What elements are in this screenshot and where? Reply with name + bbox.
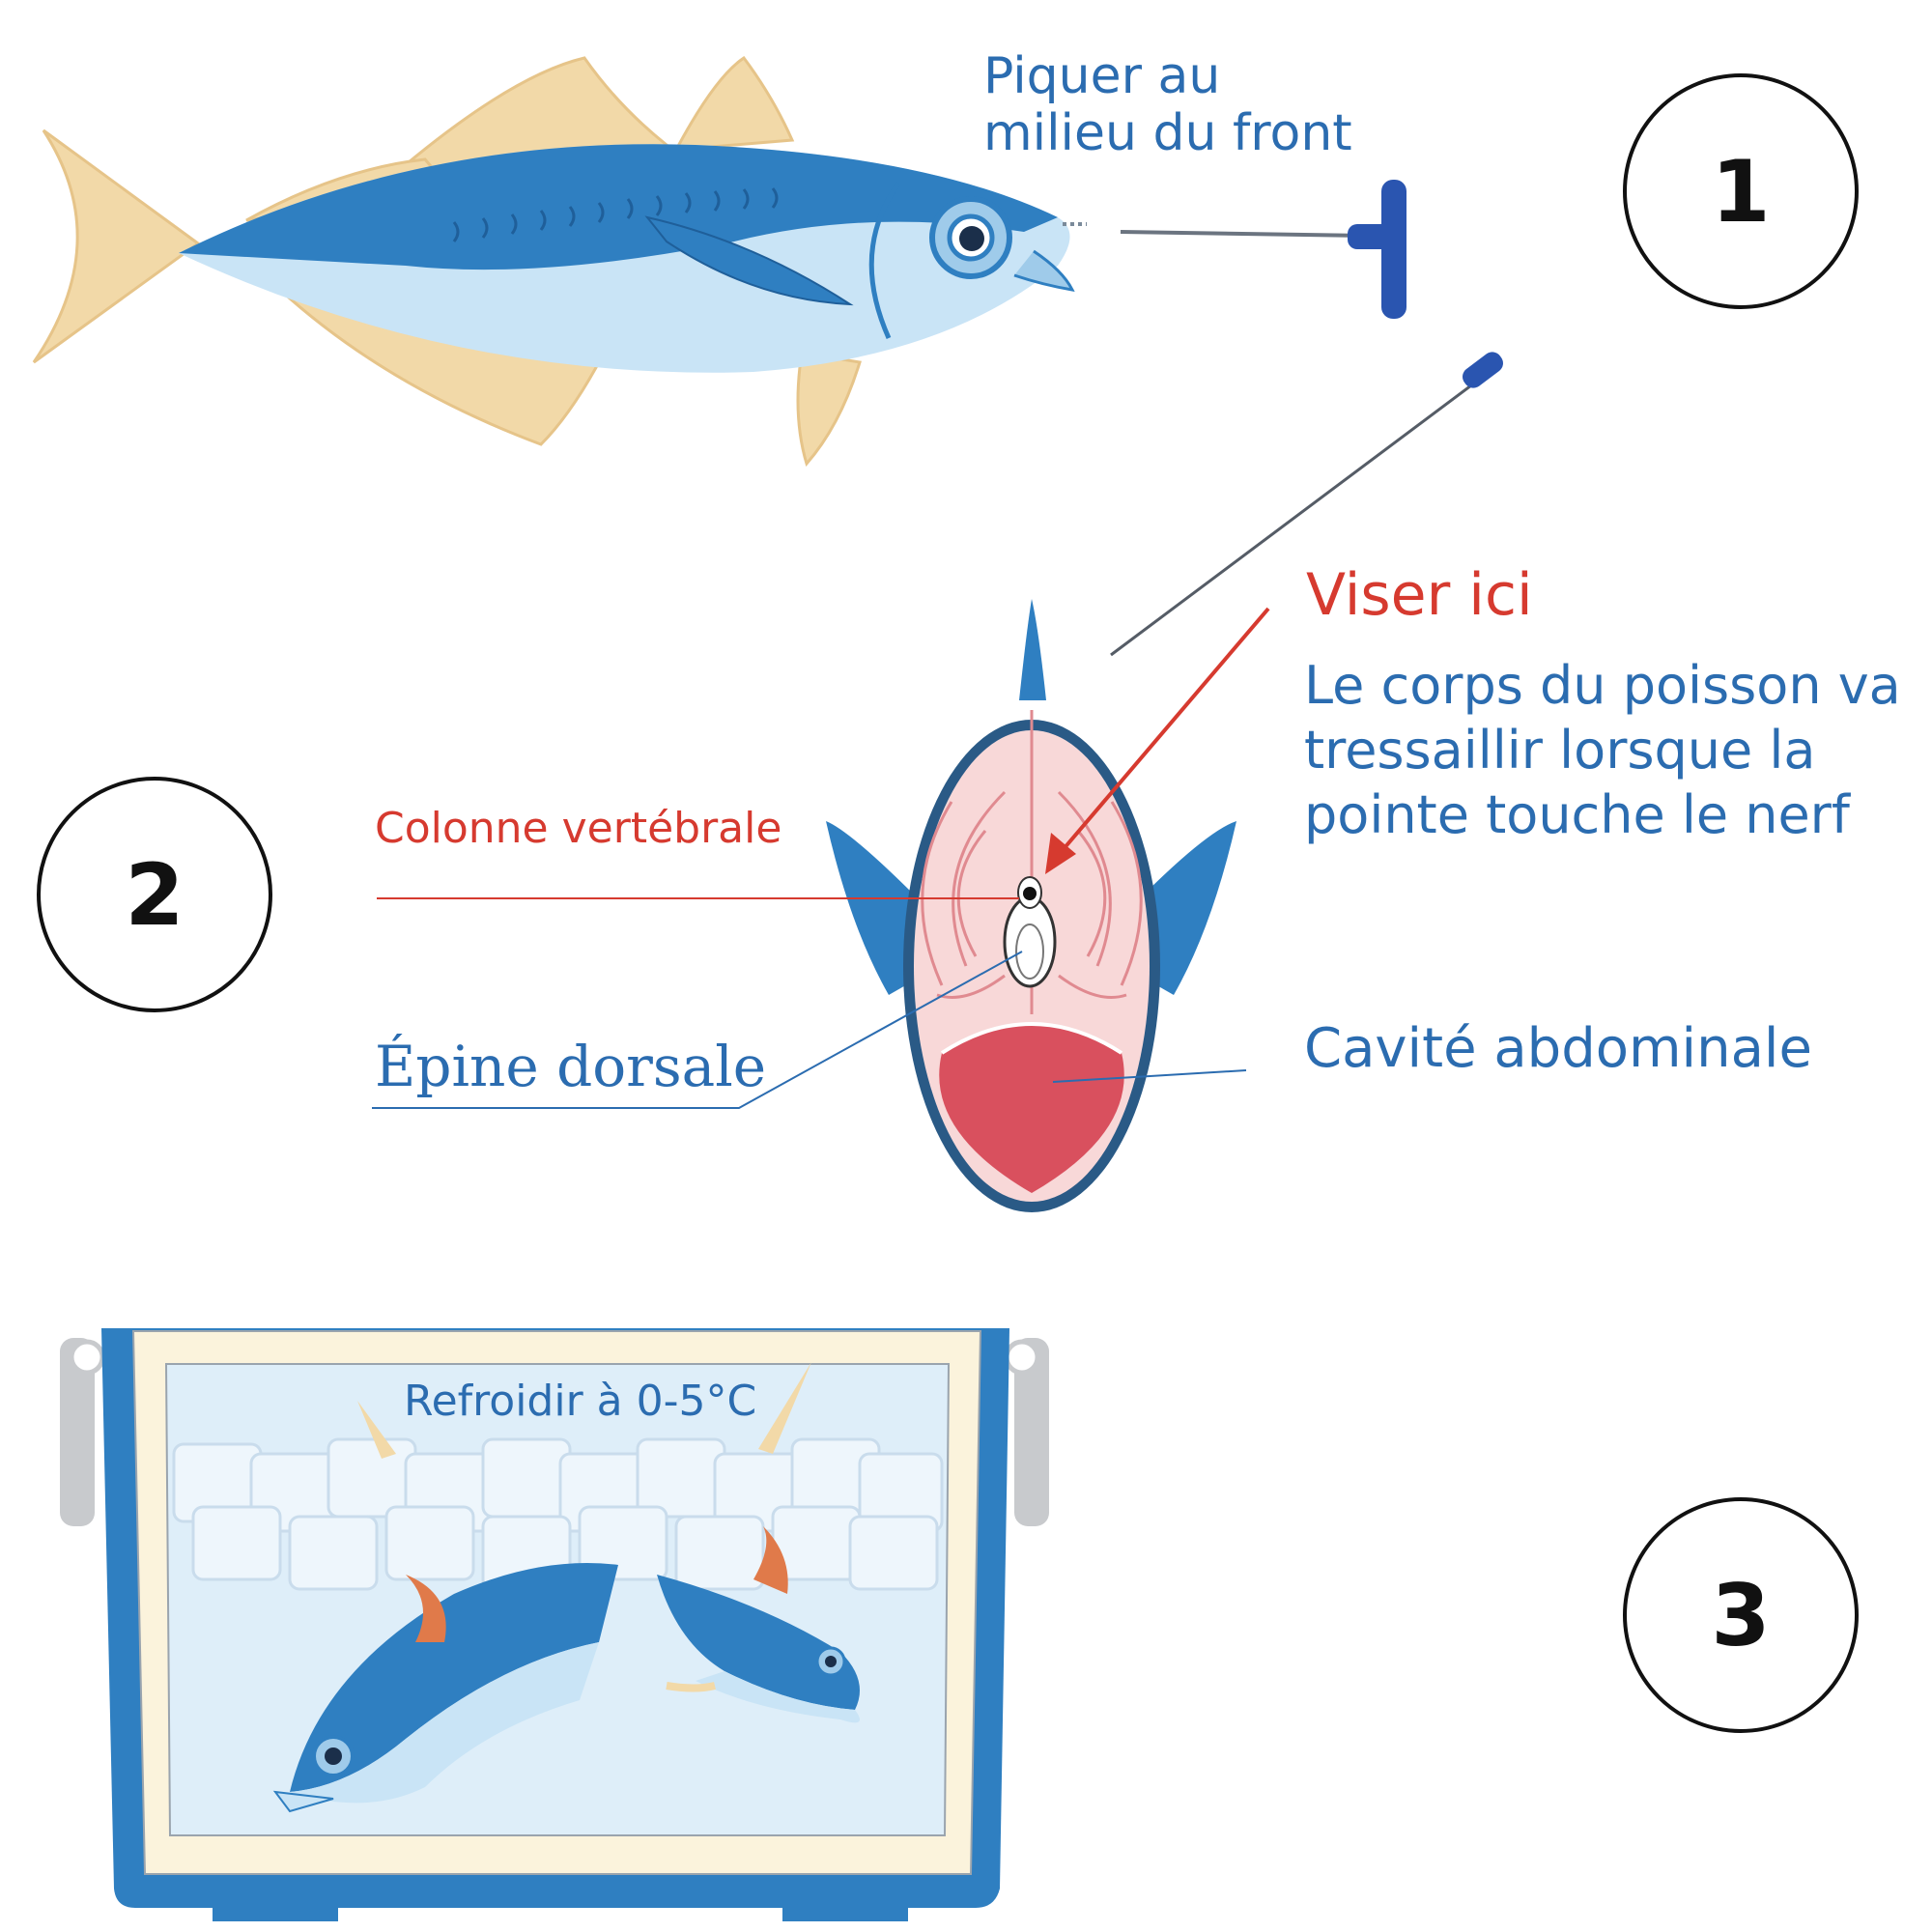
fish-eye-pupil xyxy=(959,226,984,251)
dorsal-label: Épine dorsale xyxy=(375,1034,767,1099)
aim-arrow-shaft xyxy=(1061,607,1270,852)
dorsal-leader xyxy=(372,951,1023,1109)
spike-tool xyxy=(1063,180,1406,319)
long-spike xyxy=(1110,352,1503,657)
reaction-note-line1: Le corps du poisson va xyxy=(1304,655,1901,716)
dorsal-fin-second xyxy=(673,55,795,152)
right-fin xyxy=(1140,821,1236,995)
pelvic-fin xyxy=(796,351,862,468)
left-handle xyxy=(60,1338,95,1526)
aim-label: Viser ici xyxy=(1306,561,1533,629)
step-one-number: 1 xyxy=(1711,141,1771,242)
reaction-note-line2: tressaillir lorsque la xyxy=(1304,720,1816,781)
nerve-dot xyxy=(1023,887,1037,900)
tail-fin xyxy=(32,128,201,364)
step1-label-line1: Piquer au xyxy=(983,47,1221,105)
step-two-number: 2 xyxy=(125,844,185,945)
step-one-badge: 1 xyxy=(1623,73,1859,309)
left-fin xyxy=(826,821,923,995)
pectoral-fin xyxy=(644,215,854,306)
side-fish xyxy=(32,55,1075,468)
leader-lines xyxy=(372,607,1270,1109)
lateral-scales xyxy=(452,187,779,242)
cavity-label: Cavité abdominale xyxy=(1304,1017,1812,1080)
vertebra-inner xyxy=(1015,923,1044,980)
reaction-note-line3: pointe touche le nerf xyxy=(1304,784,1850,845)
cooler-fish-left xyxy=(272,1563,618,1813)
dorsal-spike xyxy=(1019,599,1046,700)
cavity-leader xyxy=(1052,1069,1247,1083)
aim-arrow-head xyxy=(1045,833,1076,874)
fish-body-back xyxy=(179,144,1058,270)
ice-layer xyxy=(172,1437,944,1591)
tail-tip-left xyxy=(357,1401,396,1459)
step1-label-line2: milieu du front xyxy=(983,104,1352,162)
step-three-badge: 3 xyxy=(1623,1497,1859,1733)
mouth xyxy=(1013,249,1075,292)
cooler-fish-right xyxy=(657,1526,860,1723)
spine-label: Colonne vertébrale xyxy=(375,804,782,853)
cross-section xyxy=(826,599,1236,1212)
right-handle xyxy=(1014,1338,1049,1526)
abdominal-cavity xyxy=(939,1024,1124,1193)
cavity-rim xyxy=(940,1022,1123,1055)
anal-fin xyxy=(274,287,602,446)
step-three-number: 3 xyxy=(1711,1565,1771,1665)
gill-line xyxy=(868,182,901,340)
cooling-label: Refroidir à 0-5°C xyxy=(404,1377,757,1426)
step-two-badge: 2 xyxy=(37,777,272,1012)
vertebra xyxy=(1003,895,1057,988)
cooler xyxy=(60,1328,1049,1921)
tail-tip-right xyxy=(758,1362,811,1454)
